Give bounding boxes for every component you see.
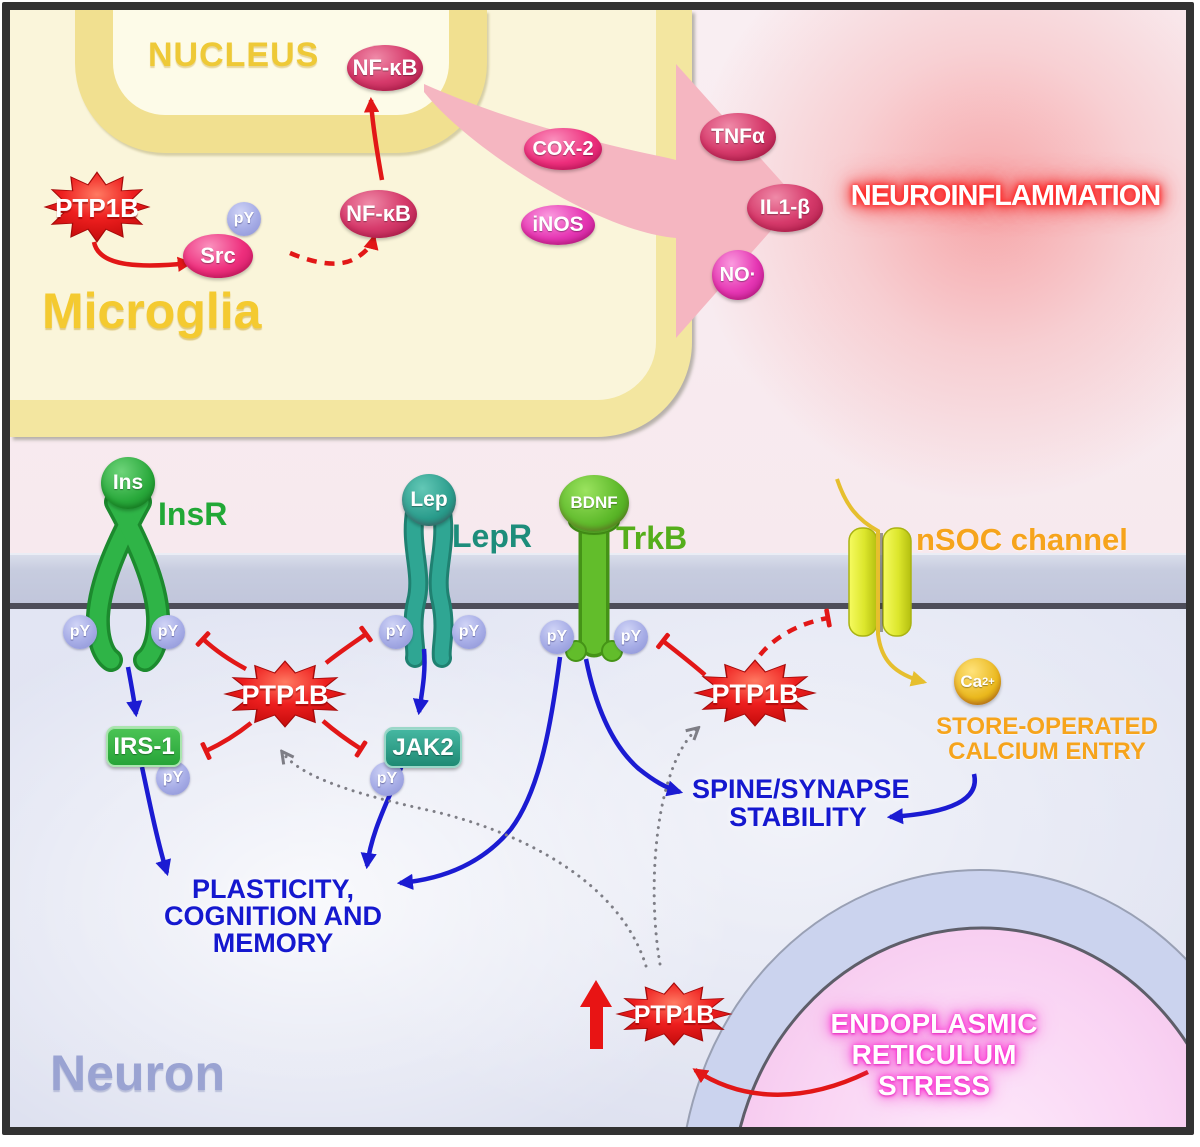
ins-label: Ins — [112, 471, 144, 494]
src-label: Src — [200, 243, 236, 268]
bdnf-label: BDNF — [570, 493, 618, 512]
plasma-membrane — [10, 553, 1186, 609]
ca-label: Ca — [960, 671, 983, 691]
tnfa-oval: TNFα — [700, 113, 776, 161]
soce-line2: CALCIUM ENTRY — [948, 738, 1146, 765]
lep-ligand: Lep — [402, 474, 456, 526]
py-label: pY — [458, 623, 480, 640]
tnfa-label: TNFα — [711, 125, 765, 148]
neuron-title: Neuron — [50, 1045, 225, 1101]
py-label: pY — [233, 210, 255, 227]
py-label: pY — [546, 628, 568, 645]
il1b-oval: IL1-β — [747, 184, 823, 232]
trkb-label: TrkB — [616, 520, 688, 556]
ptp1b-label-er: PTP1B — [633, 1001, 715, 1029]
plasticity-label: PLASTICITY, COGNITION AND MEMORY — [158, 876, 388, 957]
lep-label: Lep — [410, 488, 448, 511]
inos-label: iNOS — [532, 213, 584, 236]
py-label: pY — [69, 623, 91, 640]
no-oval: NO· — [712, 250, 764, 300]
soce-line1: STORE-OPERATED — [936, 713, 1158, 740]
py-trkb-right: pY — [614, 620, 648, 654]
nfkb-cytoplasm-oval: NF-κB — [340, 190, 417, 238]
microglia-nucleus — [75, 10, 487, 153]
py-insr-right: pY — [151, 615, 185, 649]
src-oval: Src — [183, 234, 253, 278]
ca-sup-label: 2+ — [982, 675, 995, 688]
py-label: pY — [620, 628, 642, 645]
neuroinflammation-title: NEUROINFLAMMATION — [850, 180, 1161, 212]
er-stress-label: ENDOPLASMIC RETICULUM STRESS — [818, 1008, 1050, 1101]
spine-line2: STABILITY — [729, 802, 867, 832]
il1b-label: IL1-β — [759, 196, 811, 219]
nsoc-channel-label: nSOC channel — [916, 522, 1128, 557]
py-label: pY — [157, 623, 179, 640]
py-label: pY — [376, 770, 398, 787]
cox2-label: COX-2 — [532, 137, 594, 160]
ins-ligand: Ins — [101, 457, 155, 509]
py-label: pY — [385, 623, 407, 640]
lepr-label: LepR — [452, 518, 532, 554]
ptp1b-label-microglia: PTP1B — [55, 193, 139, 223]
cox2-oval: COX-2 — [524, 128, 602, 170]
nfkb-label: NF-κB — [352, 55, 418, 80]
er-line2: RETICULUM — [851, 1039, 1017, 1070]
spine-line1: SPINE/SYNAPSE — [692, 774, 910, 804]
microglia-title: Microglia — [42, 283, 262, 339]
jak2-box: JAK2 — [384, 727, 462, 768]
ptp1b-label-trkb: PTP1B — [711, 679, 799, 709]
jak2-label: JAK2 — [392, 733, 454, 761]
nucleus-title: NUCLEUS — [148, 36, 320, 74]
plasticity-line2: COGNITION AND — [164, 901, 382, 931]
irs1-box: IRS-1 — [106, 726, 182, 767]
er-line1: ENDOPLASMIC — [830, 1008, 1038, 1039]
inos-oval: iNOS — [521, 205, 595, 245]
py-src: pY — [227, 202, 261, 236]
irs1-label: IRS-1 — [113, 732, 175, 760]
ptp1b-label-receptors: PTP1B — [241, 680, 329, 710]
no-label: NO· — [719, 263, 757, 286]
py-lepr-left: pY — [379, 615, 413, 649]
insr-label: InsR — [158, 496, 228, 532]
py-label: pY — [162, 769, 184, 786]
py-lepr-right: pY — [452, 615, 486, 649]
spine-synapse-label: SPINE/SYNAPSE STABILITY — [692, 774, 910, 832]
py-trkb-left: pY — [540, 620, 574, 654]
plasticity-line3: MEMORY — [212, 928, 334, 958]
nfkb-nucleus-oval: NF-κB — [347, 45, 423, 91]
py-insr-left: pY — [63, 615, 97, 649]
nfkb-label: NF-κB — [346, 201, 411, 226]
er-line3: STRESS — [877, 1070, 991, 1101]
plasticity-line1: PLASTICITY, — [191, 874, 354, 904]
soce-label: STORE-OPERATED CALCIUM ENTRY — [928, 714, 1166, 764]
